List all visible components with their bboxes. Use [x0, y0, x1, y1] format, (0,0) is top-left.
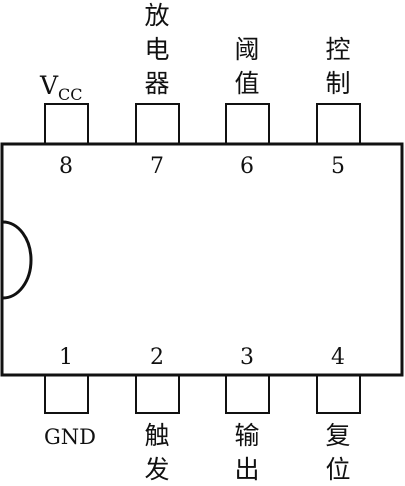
pin-2-lead	[135, 374, 180, 414]
pin-3-label-line: 出	[234, 455, 259, 484]
pin-7-label-line: 放	[144, 1, 169, 30]
pin-7-label-line: 电	[144, 35, 169, 64]
pin-5-lead	[316, 103, 361, 145]
pin-6-number: 6	[240, 154, 254, 179]
pin-6-label: 阈 值	[234, 35, 259, 98]
chip-body	[0, 142, 404, 377]
pin-8-label: V CC	[39, 71, 82, 104]
pin-8-lead	[44, 103, 89, 145]
pin-2-label-line: 触	[144, 421, 169, 450]
pin-4-label: 复 位	[325, 421, 350, 484]
pin-3-lead	[225, 374, 270, 414]
pin-1-number: 1	[59, 345, 73, 370]
pin-5-label: 控 制	[325, 35, 350, 98]
pin-6-label-line: 阈	[234, 35, 259, 64]
pin-8-number: 8	[59, 154, 73, 179]
pin-1-lead	[44, 374, 89, 414]
pin-4-number: 4	[331, 345, 345, 370]
pin-5-label-line: 控	[325, 35, 350, 64]
pin-2-number: 2	[150, 345, 164, 370]
pin-7-label: 放 电 器	[144, 1, 169, 98]
pin-4-lead	[316, 374, 361, 414]
pin-6-label-line: 值	[234, 69, 259, 98]
pin-5-number: 5	[331, 154, 345, 179]
chip-notch	[2, 220, 33, 300]
pin-3-number: 3	[240, 345, 254, 370]
pin-3-label-line: 输	[234, 421, 259, 450]
pin-2-label: 触 发	[144, 421, 169, 484]
pin-6-lead	[225, 103, 270, 145]
pin-1-label: GND	[44, 425, 96, 449]
pin-8-label-main: V	[39, 71, 59, 100]
pin-7-lead	[135, 103, 180, 145]
pin-7-number: 7	[150, 154, 164, 179]
pin-8-label-subscript: CC	[58, 85, 82, 104]
pin-4-label-line: 复	[325, 421, 350, 450]
pin-7-label-line: 器	[144, 69, 169, 98]
pin-3-label: 输 出	[234, 421, 259, 484]
pin-2-label-line: 发	[144, 455, 169, 484]
pin-5-label-line: 制	[325, 69, 350, 98]
pin-4-label-line: 位	[325, 455, 350, 484]
